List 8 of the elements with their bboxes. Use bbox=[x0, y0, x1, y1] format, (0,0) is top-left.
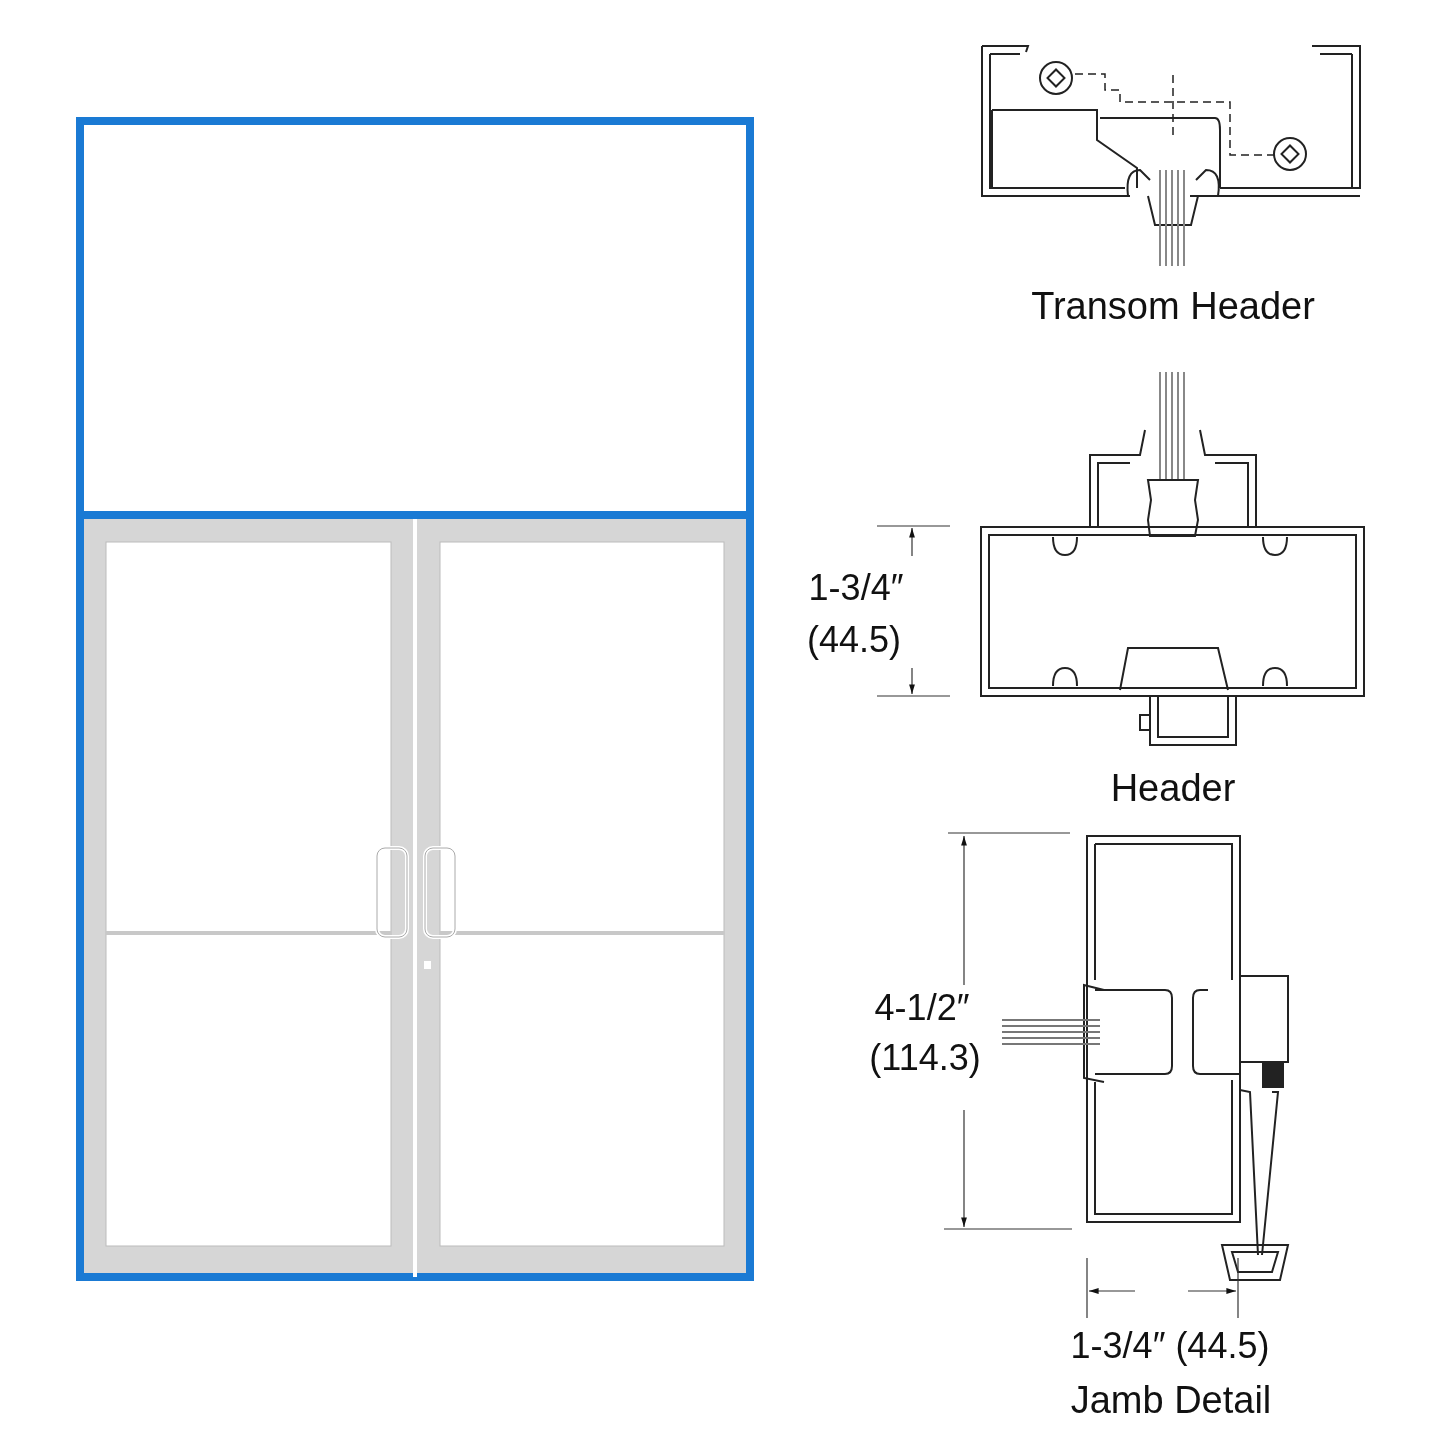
dimension-label: 1-3/4″ (44.5) bbox=[1070, 1326, 1270, 1366]
dimension-label: 4-1/2″ bbox=[874, 988, 970, 1028]
drawing-title: Header bbox=[1110, 768, 1236, 810]
drawing-title: Transom Header bbox=[1031, 286, 1315, 328]
dimension-label: (44.5) bbox=[806, 620, 901, 660]
dimension-label: (114.3) bbox=[869, 1038, 981, 1078]
drawing-title: Jamb Detail bbox=[1070, 1380, 1272, 1422]
dimension-label: 1-3/4″ bbox=[808, 568, 904, 608]
